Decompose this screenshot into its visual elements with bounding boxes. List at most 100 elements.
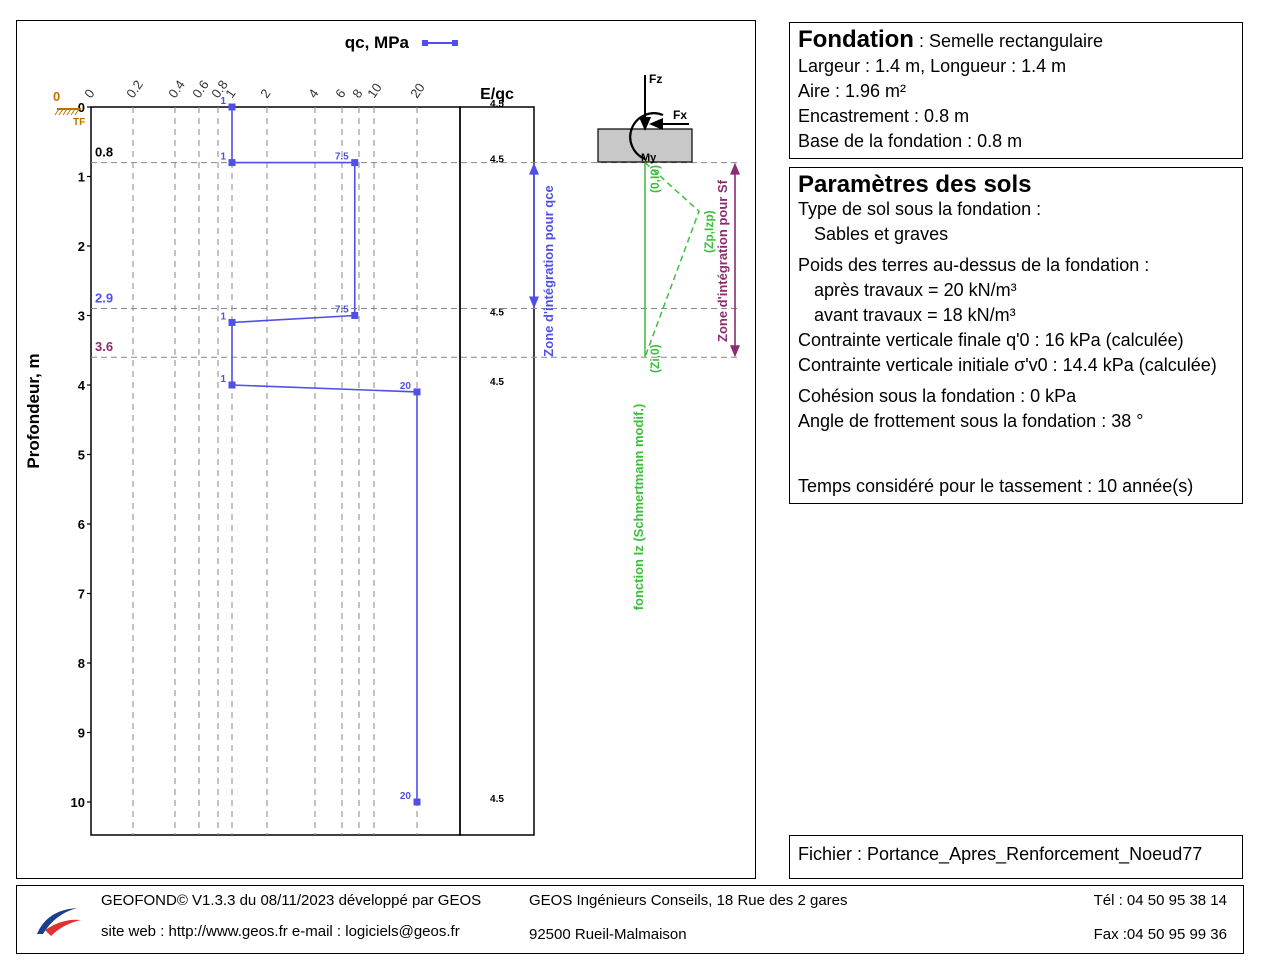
y-tick-label: 5 — [78, 448, 85, 463]
qc-data-point — [351, 312, 359, 319]
qc-data-point — [413, 798, 421, 806]
fondation-base: Base de la fondation : 0.8 m — [798, 131, 1023, 151]
fz-label: Fz — [649, 72, 662, 86]
fondation-type: : Semelle rectangulaire — [913, 31, 1104, 51]
sols-contrainte-finale: Contrainte verticale finale q'0 : 16 kPa… — [798, 330, 1184, 350]
sols-panel: Paramètres des sols Type de sol sous la … — [789, 167, 1243, 504]
sols-type-label: Type de sol sous la fondation : — [798, 199, 1042, 219]
fondation-title: Fondation — [798, 26, 914, 53]
qc-data-label: 7.5 — [335, 152, 349, 163]
my-moment-arc — [629, 112, 664, 161]
x-tick-label: 4 — [305, 86, 321, 101]
sols-type-value: Sables et graves — [814, 224, 949, 244]
x-tick-label: 8 — [349, 86, 365, 101]
zone-sf-label: Zone d'intégration pour Sf — [715, 179, 730, 342]
ground-hatch — [70, 108, 76, 116]
fondation-panel: Fondation : Semelle rectangulaire Largeu… — [789, 22, 1243, 159]
zone-sf-arrowhead — [730, 345, 740, 358]
zone-sf-arrowhead — [730, 162, 740, 175]
e-qc-value: 4.5 — [490, 99, 504, 110]
plot-area — [90, 106, 461, 836]
x-tick-label: 6 — [332, 86, 348, 101]
footer-web: site web : http://www.geos.fr e-mail : l… — [101, 923, 460, 940]
footer-fax: Fax :04 50 95 99 36 — [1093, 926, 1227, 943]
sols-contrainte-initiale: Contrainte verticale initiale σ'v0 : 14.… — [798, 355, 1217, 375]
fondation-aire: Aire : 1.96 m² — [798, 81, 907, 101]
e-qc-value: 4.5 — [490, 377, 504, 388]
fx-label: Fx — [673, 108, 687, 122]
qc-data-point — [413, 388, 421, 396]
qc-data-label: 1 — [220, 96, 226, 107]
y-tick-label: 8 — [78, 656, 85, 671]
layer-depth-label: 0.8 — [95, 145, 113, 160]
footer-tel: Tél : 04 50 95 38 14 — [1093, 892, 1227, 909]
tf-label: TF — [73, 117, 85, 128]
iz-zp-label: (Zp,Izp) — [702, 210, 716, 253]
geos-logo — [37, 908, 81, 936]
ground-hatch — [66, 108, 72, 116]
my-label: My — [641, 152, 657, 164]
qc-data-label: 1 — [220, 152, 226, 163]
x-tick-label: 0 — [81, 86, 97, 101]
footer-app: GEOFOND© V1.3.3 du 08/11/2023 développé … — [101, 892, 482, 909]
x-tick-label: 2 — [257, 86, 273, 101]
layer-depth-label: 0 — [53, 89, 60, 104]
qc-data-point — [351, 159, 359, 167]
sols-temps: Temps considéré pour le tassement : 10 a… — [798, 476, 1194, 496]
x-tick-label: 10 — [364, 80, 385, 100]
e-qc-column — [459, 106, 535, 836]
y-tick-label: 0 — [78, 100, 85, 115]
qc-series-line — [231, 107, 418, 802]
y-tick-label: 1 — [78, 170, 85, 185]
x-tick-label: 0.4 — [165, 77, 188, 100]
iz-zi-label: (Zi,0) — [648, 344, 662, 373]
qc-data-point — [228, 159, 236, 167]
y-tick-label: 2 — [78, 239, 85, 254]
qc-data-label: 7.5 — [335, 305, 349, 316]
e-qc-value: 4.5 — [490, 308, 504, 319]
qc-data-label: 20 — [400, 791, 412, 802]
iz-function-line — [644, 162, 700, 358]
y-tick-label: 10 — [71, 795, 85, 810]
legend-marker — [422, 40, 428, 46]
fichier-panel: Fichier : Portance_Apres_Renforcement_No… — [789, 835, 1243, 879]
qc-data-point — [228, 381, 236, 389]
y-tick-label: 3 — [78, 309, 85, 324]
e-qc-value: 4.5 — [490, 155, 504, 166]
y-tick-label: 4 — [78, 378, 86, 393]
e-qc-header: E/qc — [480, 86, 514, 103]
sols-avant: avant travaux = 18 kN/m³ — [814, 305, 1016, 325]
y-tick-label: 6 — [78, 517, 85, 532]
layer-depth-label: 3.6 — [95, 339, 113, 354]
x-tick-label: 0.2 — [123, 77, 146, 100]
footer-city: 92500 Rueil-Malmaison — [529, 926, 687, 943]
fx-arrowhead — [649, 118, 663, 130]
qc-data-label: 20 — [400, 381, 412, 392]
sols-title: Paramètres des sols — [798, 171, 1032, 198]
fz-arrowhead — [639, 117, 651, 131]
x-tick-label: 0.6 — [189, 77, 212, 100]
fondation-encastrement: Encastrement : 0.8 m — [798, 106, 970, 126]
iz-z0-label: (0,I0) — [648, 165, 662, 193]
qc-data-point — [228, 103, 236, 111]
legend-marker — [452, 40, 458, 46]
e-qc-value: 4.5 — [490, 794, 504, 805]
qc-data-label: 1 — [220, 311, 226, 322]
chart-title: qc, MPa — [345, 33, 410, 52]
ground-hatch — [54, 108, 60, 116]
fichier-name: Fichier : Portance_Apres_Renforcement_No… — [798, 844, 1203, 864]
sols-apres: après travaux = 20 kN/m³ — [814, 280, 1017, 300]
sols-cohesion: Cohésion sous la fondation : 0 kPa — [798, 386, 1077, 406]
fondation-dimensions: Largeur : 1.4 m, Longueur : 1.4 m — [798, 56, 1067, 76]
sols-angle: Angle de frottement sous la fondation : … — [798, 411, 1144, 431]
ground-hatch — [58, 108, 64, 116]
footer-company: GEOS Ingénieurs Conseils, 18 Rue des 2 g… — [529, 892, 848, 909]
zone-qce-label: Zone d'intégration pour qce — [541, 185, 556, 356]
iz-function-label: fonction Iz (Schmertmann modif.) — [631, 404, 646, 611]
foundation-block — [597, 128, 693, 163]
ground-hatch — [74, 108, 80, 116]
y-tick-label: 9 — [78, 726, 85, 741]
x-tick-label: 20 — [407, 80, 428, 100]
